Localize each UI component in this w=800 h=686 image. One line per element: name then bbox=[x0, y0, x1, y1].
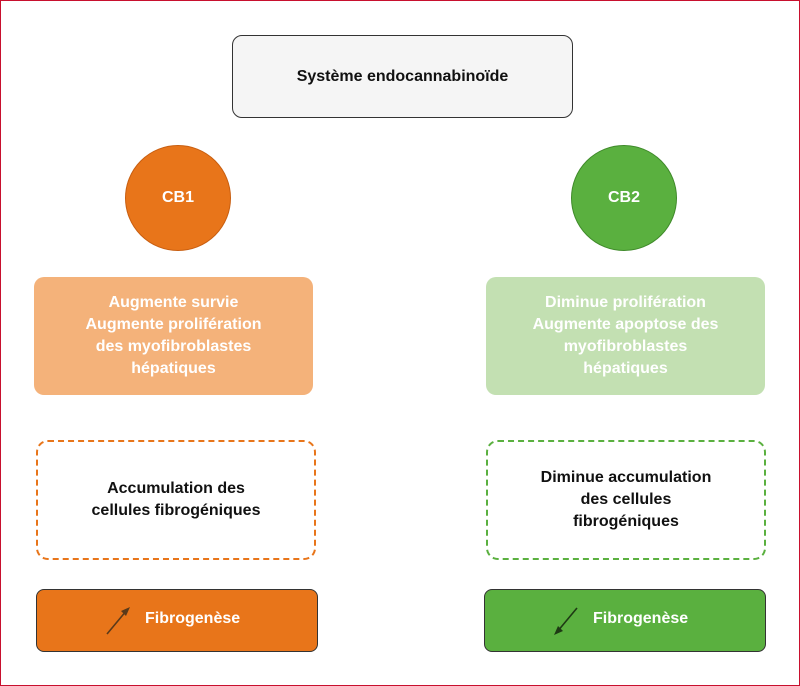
cb2-result-label: Fibrogenèse bbox=[593, 610, 689, 627]
cb1-outcome-box: Accumulation des cellules fibrogéniques bbox=[36, 440, 316, 560]
root-node: Système endocannabinoïde bbox=[232, 35, 573, 118]
arrow-up-right-icon bbox=[106, 607, 130, 635]
cb1-effect-box: Augmente survie Augmente prolifération d… bbox=[34, 277, 313, 395]
cb2-effect-text: Diminue prolifération Augmente apoptose … bbox=[532, 294, 719, 377]
cb2-outcome-text: Diminue accumulation des cellules fibrog… bbox=[540, 469, 712, 530]
cb1-receptor-node: CB1 bbox=[125, 145, 231, 251]
cb1-result-label: Fibrogenèse bbox=[145, 610, 241, 627]
cb2-effect-box: Diminue prolifération Augmente apoptose … bbox=[486, 277, 765, 395]
arrow-down-left-icon bbox=[554, 607, 578, 635]
cb1-outcome-text: Accumulation des cellules fibrogéniques bbox=[91, 480, 261, 519]
cb1-effect-text: Augmente survie Augmente prolifération d… bbox=[85, 294, 262, 377]
cb2-label: CB2 bbox=[607, 189, 640, 206]
cb2-result-box: Fibrogenèse bbox=[484, 589, 766, 652]
cb1-result-box: Fibrogenèse bbox=[36, 589, 318, 652]
root-label: Système endocannabinoïde bbox=[296, 67, 509, 85]
cb1-label: CB1 bbox=[161, 189, 194, 206]
cb2-receptor-node: CB2 bbox=[571, 145, 677, 251]
cb2-outcome-box: Diminue accumulation des cellules fibrog… bbox=[486, 440, 766, 560]
